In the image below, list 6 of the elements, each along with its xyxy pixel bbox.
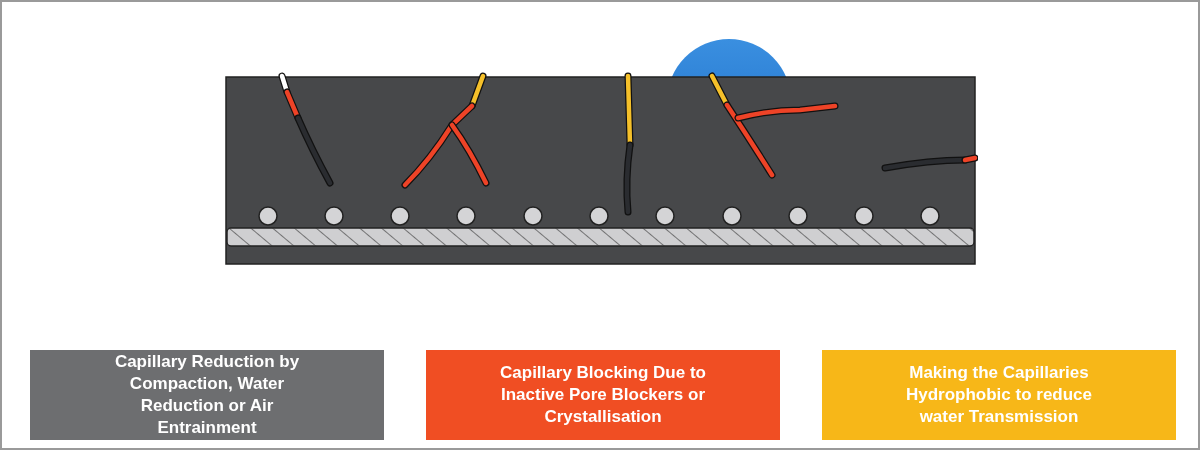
- caption-box: [30, 350, 384, 440]
- caption-box: [822, 350, 1176, 440]
- caption-text: Capillary Blocking Due to Inactive Pore Blockers or Crystallisation: [499, 362, 707, 428]
- caption-text: Making the Capillaries Hydrophobic to reduce water Transmission: [904, 362, 1094, 428]
- caption-box: [426, 350, 780, 440]
- caption-text: Capillary Reduction by Compaction, Water Reduction or Air Entrainment: [113, 351, 301, 439]
